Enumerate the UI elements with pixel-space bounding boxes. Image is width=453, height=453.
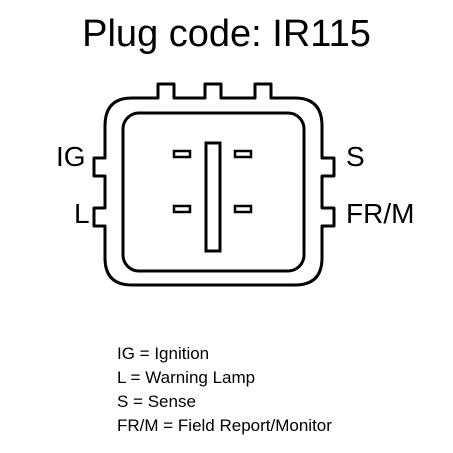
connector-outer-shell <box>92 82 336 287</box>
pin-label-s: S <box>346 141 365 172</box>
terminal-slot-frm <box>233 204 253 214</box>
legend-item-l: L = Warning Lamp <box>117 368 256 387</box>
pin-label-frm: FR/M <box>346 198 415 229</box>
connector-inner-cavity <box>121 111 306 273</box>
legend-item-frm: FR/M = Field Report/Monitor <box>117 416 332 435</box>
center-blade <box>204 141 222 253</box>
terminal-slot-l <box>172 204 192 214</box>
legend-item-s: S = Sense <box>117 392 196 411</box>
pin-label-l: L <box>74 198 90 229</box>
legend-item-ig: IG = Ignition <box>117 344 210 363</box>
terminal-slot-ig <box>172 149 192 159</box>
plug-code-title: Plug code: IR115 <box>82 13 371 55</box>
pin-label-ig: IG <box>56 141 86 172</box>
legend: IG = Ignition L = Warning Lamp S = Sense… <box>117 342 332 438</box>
terminal-slot-s <box>233 149 253 159</box>
